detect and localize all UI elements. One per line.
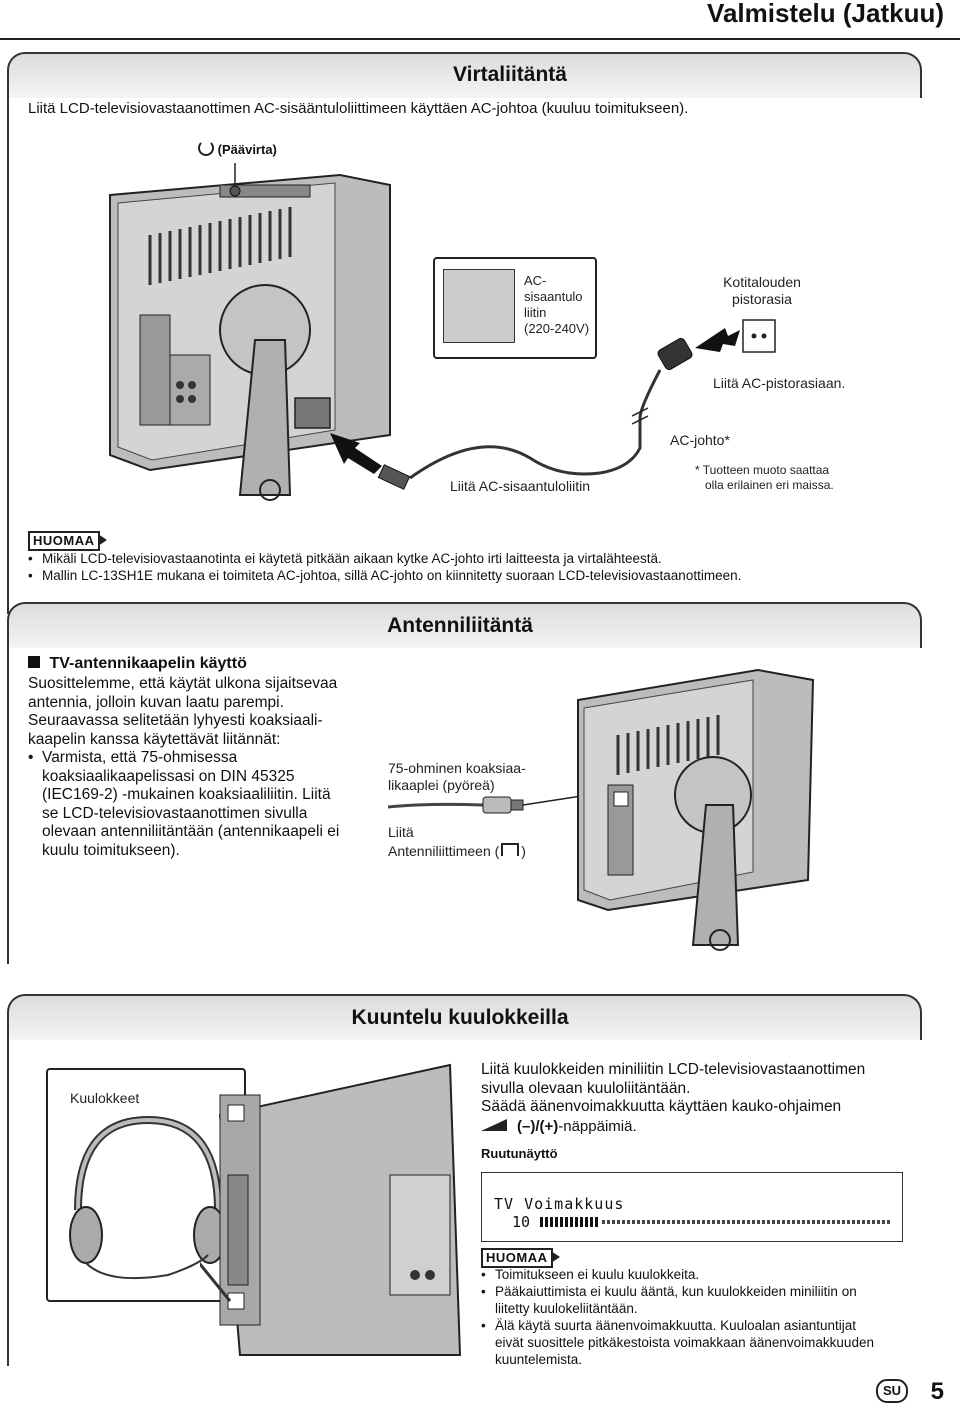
power-icon [198,140,214,156]
antenna-input-close: ) [521,843,526,859]
osd-volume-box: TV Voimakkuus 10 [481,1172,903,1242]
ac-input-label-line: (220-240V) [524,321,590,336]
antenna-section-tab [7,602,922,648]
antenna-bullet-line: Varmista, että 75-ohmisessa [42,749,238,766]
ac-input-label-line: liitin [524,305,547,320]
antenna-symbol-icon [501,843,520,856]
power-intro: Liitä LCD-televisiovastaanottimen AC-sis… [28,100,689,117]
volume-buttons-suffix: -näppäimiä. [558,1118,637,1135]
antenna-paragraph-line: kaapelin kanssa käytettävät liitännät: [28,730,281,748]
antenna-subheading: TV-antennikaapelin käyttö [49,655,247,672]
antenna-section-title: Antenniliitäntä [387,614,533,637]
page-header-title: Valmistelu (Jatkuu) [707,0,944,28]
note-item: Mallin LC-13SH1E mukana ei toimiteta AC-… [28,567,938,584]
headphones-paragraph: Liitä kuulokkeiden miniliitin LCD-televi… [481,1061,865,1117]
language-badge: SU [876,1379,908,1403]
household-outlet-line: pistorasia [732,291,792,307]
headphones-paragraph-line: sivulla olevaan kuuloliitäntään. [481,1079,691,1097]
note-item: Mikäli LCD-televisiovastaanotinta ei käy… [28,550,938,567]
power-section-tab [7,52,922,98]
footnote: * Tuotteen muoto saattaa olla erilainen … [695,463,834,493]
headphones-notes-list: Toimitukseen ei kuulu kuulokkeita. Pääka… [481,1266,881,1368]
antenna-bullet: • Varmista, että 75-ohmisessa koaksiaalik… [28,749,339,860]
headphones-paragraph-line: Säädä äänenvoimakkuutta käyttäen kauko-o… [481,1098,842,1115]
coax-cable-label-line: likaaplei (pyöreä) [388,777,495,793]
osd-heading: Ruutunäyttö [481,1146,558,1161]
osd-volume-bar [540,1217,890,1227]
tv-antenna-illustration [577,668,815,951]
coax-cable-label: 75-ohminen koaksiaa- likaaplei (pyöreä) [388,760,526,794]
headphones-section-tab [7,994,922,1040]
ac-cord-label: AC-johto* [670,432,730,448]
tv-side-illustration [200,1063,462,1356]
headphones-section-border [7,1016,9,1366]
headphones-section-title: Kuuntelu kuulokkeilla [351,1006,569,1029]
page-number: 5 [930,1378,944,1405]
osd-value: 10 [512,1213,531,1231]
antenna-paragraph-line: Seuraavassa selitetään lyhyesti koaksiaa… [28,712,323,729]
antenna-paragraph-line: Suosittelemme, että käytät ulkona sijait… [28,675,338,692]
ac-input-socket [443,269,515,343]
header-rule [0,38,960,40]
volume-buttons-row: (–)/(+)-näppäimiä. [481,1118,637,1135]
ac-input-label-line: sisaantulo [524,289,583,304]
square-bullet-icon [28,656,40,668]
outlet-icon [742,319,776,353]
antenna-bullet-line: se LCD-televisiovastaanottimen sivulla [42,804,308,822]
antenna-input-text: Antenniliittimeen ( [388,843,500,859]
antenna-input-label: Antenniliittimeen () [388,843,526,859]
household-outlet-line: Kotitalouden [723,274,801,290]
volume-wedge-icon [481,1119,507,1131]
main-power-label: (Päävirta) [217,142,277,157]
ac-input-label: AC- sisaantulo liitin (220-240V) [524,273,589,337]
antenna-bullet-line: (IEC169-2) -mukainen koaksiaaliliitin. L… [42,786,331,803]
tv-rear-illustration [109,163,391,501]
footnote-line: olla erilainen eri maissa. [705,478,834,492]
antenna-section-border [7,624,9,964]
note-item: Pääkaiuttimista ei kuulu ääntä, kun kuul… [481,1283,881,1317]
headphones-label: Kuulokkeet [70,1090,140,1106]
bullet-dot-icon: • [28,749,34,766]
note-arrow-icon [98,534,107,546]
antenna-paragraph-line: antennia, jolloin kuvan laatu parempi. [28,693,284,711]
connect-outlet-label: Liitä AC-pistorasiaan. [713,375,846,391]
power-section-border [7,74,9,614]
note-item: Älä käytä suurta äänenvoimakkuutta. Kuul… [481,1317,881,1368]
note-arrow-icon [551,1251,560,1263]
connect-antenna-label: Liitä [388,824,414,840]
coax-cable-label-line: 75-ohminen koaksiaa- [388,760,526,776]
headphones-paragraph-line: Liitä kuulokkeiden miniliitin LCD-televi… [481,1061,866,1078]
note-badge: HUOMAA [481,1248,553,1268]
connect-ac-input-label: Liitä AC-sisaantuloliitin [450,478,591,494]
ac-cord-illustration [330,319,776,490]
antenna-bullet-line: kuulu toimitukseen). [42,841,180,859]
note-badge: HUOMAA [28,531,100,551]
footnote-line: * Tuotteen muoto saattaa [695,463,830,477]
main-power-label-row: (Päävirta) [198,138,277,157]
volume-buttons-text: (–)/(+) [517,1118,559,1135]
headphones-illustration [69,1115,227,1280]
ac-input-zoom-box [433,257,597,359]
antenna-subheading-row: TV-antennikaapelin käyttö [28,655,247,673]
note-item: Toimitukseen ei kuulu kuulokkeita. [481,1266,881,1283]
antenna-paragraph: Suosittelemme, että käytät ulkona sijait… [28,675,337,749]
osd-title: TV Voimakkuus [494,1195,625,1213]
antenna-bullet-line: olevaan antenniliitäntään (antennikaapel… [42,823,340,840]
ac-input-label-line: AC- [524,273,547,288]
osd-volume-rest [602,1220,890,1224]
household-outlet-label: Kotitalouden pistorasia [714,274,810,308]
power-notes-list: Mikäli LCD-televisiovastaanotinta ei käy… [28,550,938,584]
antenna-bullet-line: koaksiaalikaapelissasi on DIN 45325 [42,767,295,785]
power-section-title: Virtaliitäntä [453,63,567,86]
osd-volume-fill [540,1217,600,1227]
